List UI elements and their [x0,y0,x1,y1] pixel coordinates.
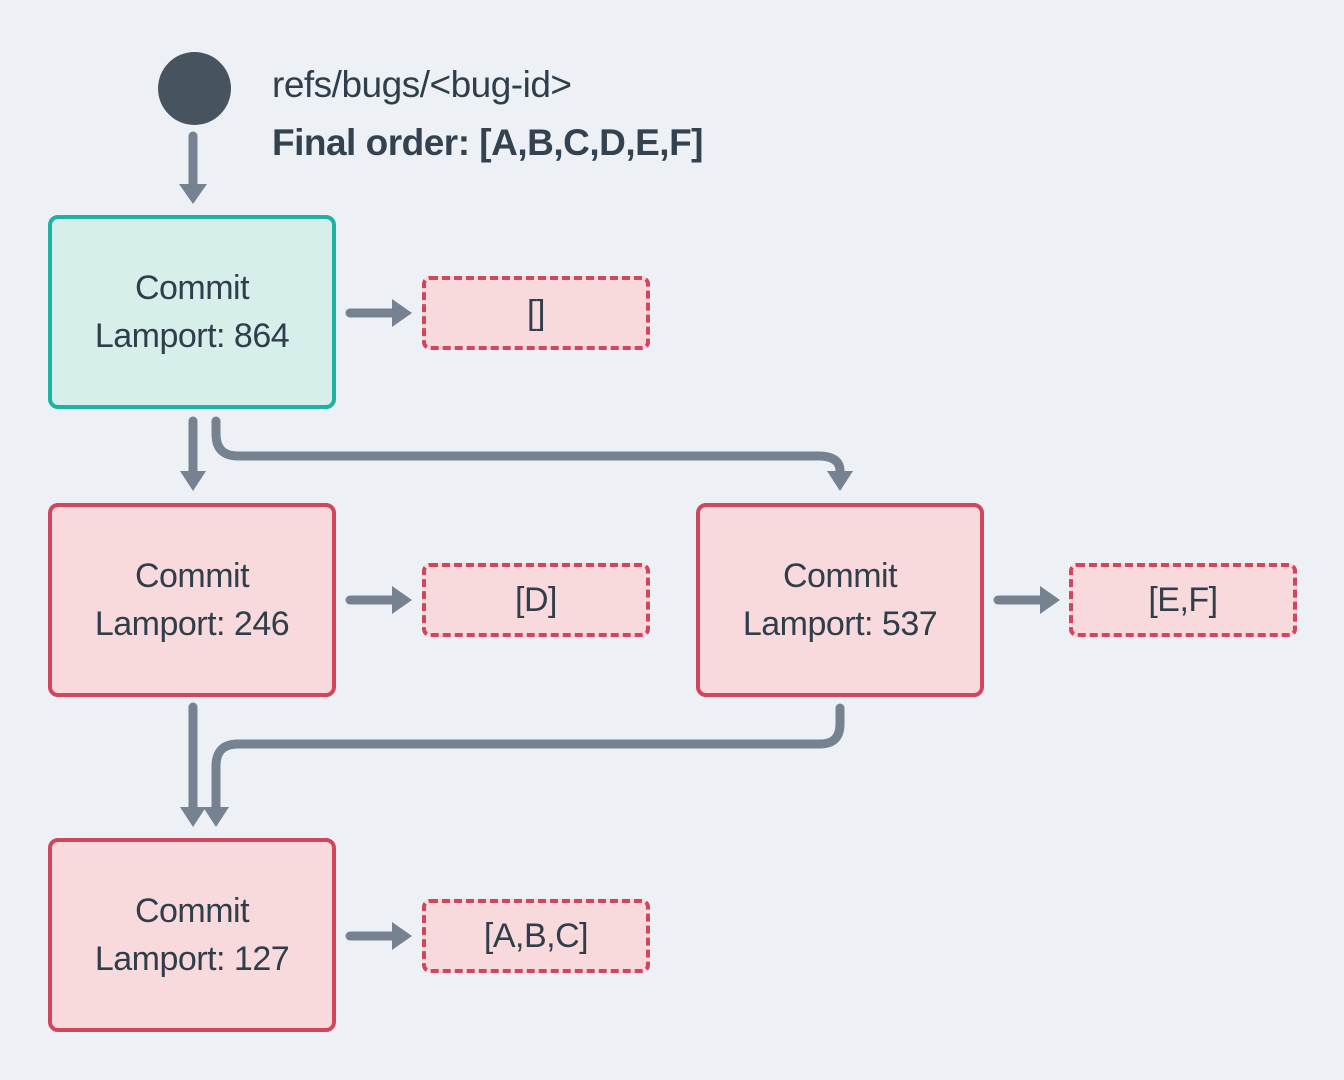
commit-lamport: Lamport: 246 [94,605,290,643]
branch-ref-circle [158,52,231,125]
commit-lamport: Lamport: 537 [742,605,938,643]
payload-box-537: [E,F] [1069,563,1297,637]
edge-127-to-payload [345,922,412,950]
payload-box-127: [A,B,C] [422,899,650,973]
payload-box-864: [] [422,276,650,350]
payload-box-246: [D] [422,563,650,637]
payload-text: [D] [515,580,557,619]
commit-title: Commit [134,269,250,307]
edge-537-to-payload [993,586,1060,614]
commit-title: Commit [134,892,250,930]
edge-864-to-537 [211,416,853,491]
payload-text: [E,F] [1148,580,1218,619]
commit-lamport: Lamport: 127 [94,940,290,978]
ref-name-label: refs/bugs/<bug-id> [272,64,572,105]
commit-title: Commit [134,557,250,595]
commit-lamport: Lamport: 864 [94,317,290,355]
edge-864-to-payload [345,299,412,327]
commit-title: Commit [782,557,898,595]
commit-node-246: Commit Lamport: 246 [48,503,336,697]
commit-node-127: Commit Lamport: 127 [48,838,336,1032]
edge-246-to-payload [345,586,412,614]
edge-864-to-246 [180,416,206,491]
final-order-label: Final order: [A,B,C,D,E,F] [272,122,704,163]
payload-text: [] [527,293,545,332]
commit-node-864: Commit Lamport: 864 [48,215,336,409]
edge-537-to-127 [203,703,845,827]
payload-text: [A,B,C] [483,916,589,955]
edge-246-to-127 [180,702,206,827]
edge-ref-to-864 [179,131,207,204]
commit-node-537: Commit Lamport: 537 [696,503,984,697]
